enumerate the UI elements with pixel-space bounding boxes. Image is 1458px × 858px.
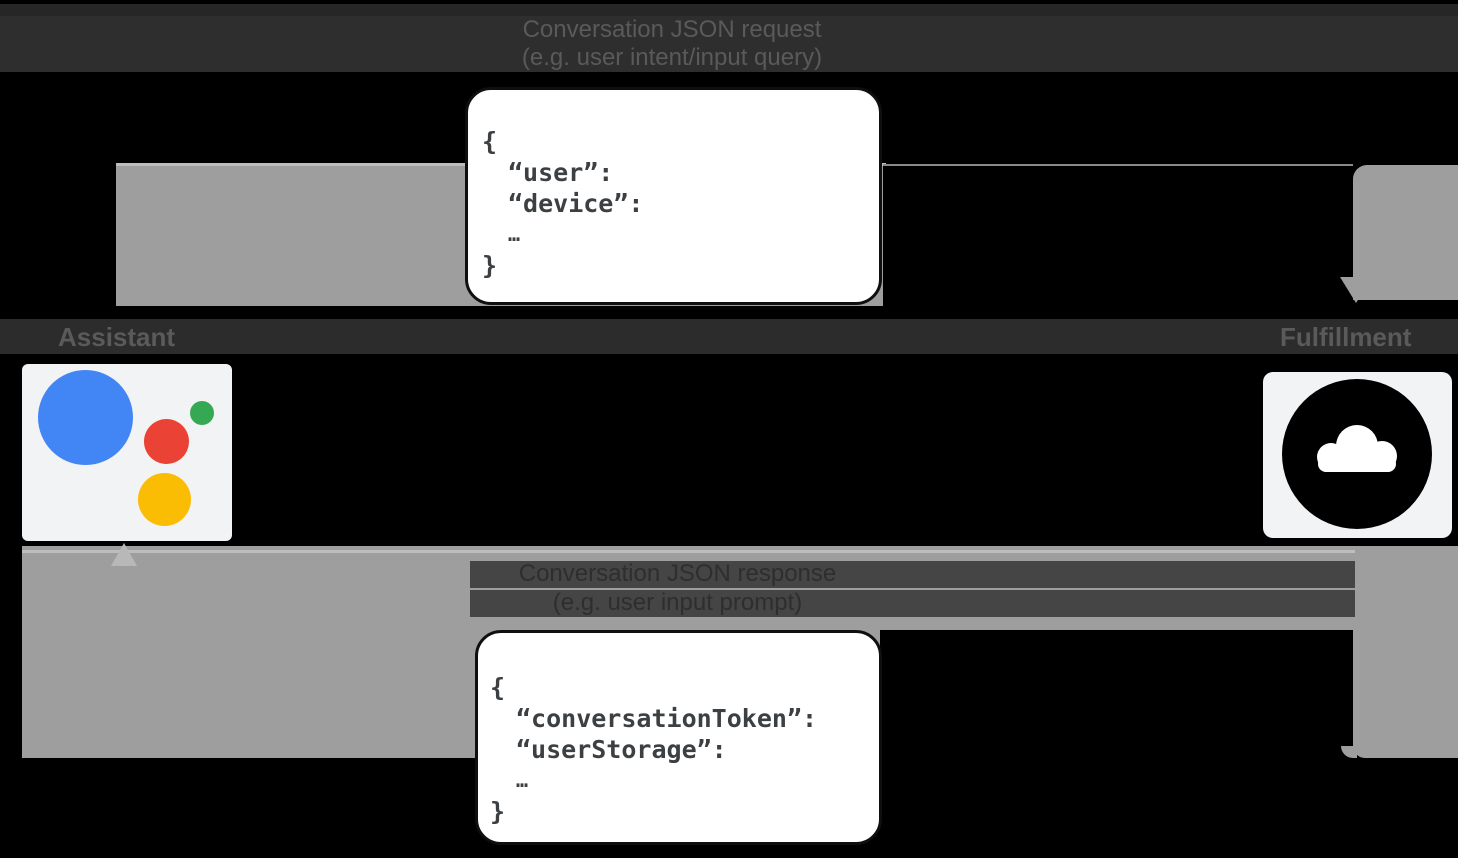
code-line: } <box>490 797 506 826</box>
request-arrow-line <box>883 164 1353 166</box>
assistant-yellow-circle <box>138 473 191 526</box>
request-label-stripe-1 <box>0 16 1458 44</box>
fulfillment-label: Fulfillment <box>1280 322 1412 352</box>
top-stripe <box>0 4 1458 16</box>
entity-label-stripe <box>0 319 1458 354</box>
request-label-stripe-2 <box>0 44 1458 72</box>
response-label-line2: (e.g. user input prompt) <box>552 589 803 616</box>
code-line: { <box>482 127 498 156</box>
response-arrow-corner <box>1341 746 1357 758</box>
response-arrow-band-edge <box>22 550 1355 553</box>
request-label-line2: (e.g. user intent/input query) <box>521 44 823 71</box>
arrow-down-icon <box>1340 277 1372 303</box>
code-line: … <box>508 222 521 246</box>
code-line: } <box>482 251 498 280</box>
request-label-line1: Conversation JSON request <box>522 16 822 43</box>
code-line: “device”: <box>508 189 644 218</box>
code-line: … <box>516 768 529 792</box>
response-label-line1: Conversation JSON response <box>518 560 837 587</box>
assistant-blue-circle <box>38 370 133 465</box>
code-line: “user”: <box>508 158 614 187</box>
cloud-icon <box>1282 379 1432 529</box>
request-json-box: { “user”: “device”: … } <box>465 87 882 305</box>
assistant-label: Assistant <box>58 322 176 352</box>
response-label-stripe-1 <box>470 561 1355 588</box>
assistant-red-circle <box>144 419 189 464</box>
code-line: “conversationToken”: <box>516 704 818 733</box>
code-line: { <box>490 673 506 702</box>
response-label-stripe-2 <box>470 590 1355 617</box>
response-arrow-band-middle <box>880 546 1355 630</box>
arrow-up-icon <box>111 543 137 566</box>
assistant-green-circle <box>190 401 214 425</box>
code-line: “userStorage”: <box>516 735 727 764</box>
response-json-box: { “conversationToken”: “userStorage”: … … <box>475 630 882 845</box>
response-arrow-band-right <box>1353 546 1458 758</box>
